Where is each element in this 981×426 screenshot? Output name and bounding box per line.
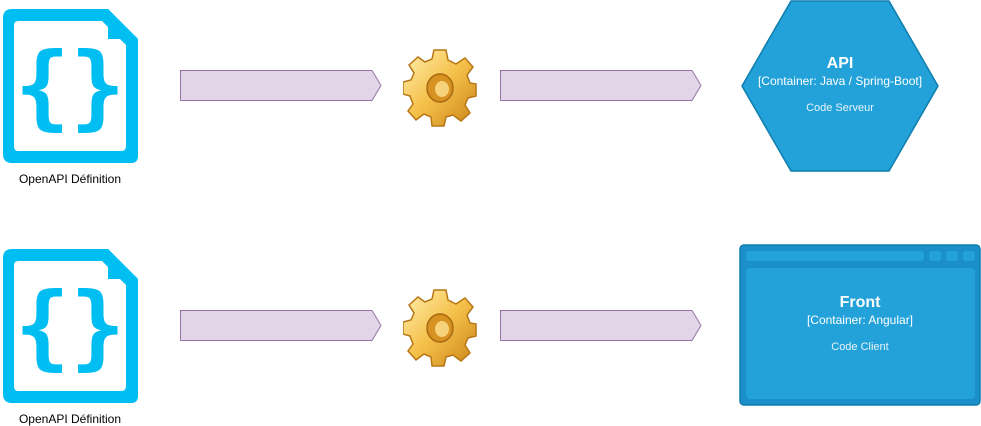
svg-text:{}: {} [15, 273, 126, 380]
flow-arrow [180, 310, 382, 341]
api-technology: [Container: Java / Spring-Boot] [757, 74, 923, 88]
svg-text:{}: {} [15, 33, 126, 140]
flow-arrow [180, 70, 382, 101]
front-description: Code Client [831, 341, 889, 353]
front-container-browser [739, 244, 981, 406]
flow-arrow [500, 310, 702, 341]
flow-arrow [500, 70, 702, 101]
openapi-definition-label: OpenAPI Définition [18, 412, 122, 426]
api-title: API [826, 55, 854, 72]
openapi-definition-file-icon: {} [0, 6, 141, 166]
generator-gear-icon [403, 49, 477, 127]
front-title: Front [839, 294, 881, 311]
front-container-text: Front [Container: Angular] Code Client [745, 0, 975, 353]
openapi-definition-file-icon: {} [0, 246, 141, 406]
api-description: Code Serveur [806, 102, 874, 114]
openapi-definition-label: OpenAPI Définition [18, 172, 122, 186]
api-container-hexagon [741, 0, 939, 172]
api-container-text: API [Container: Java / Spring-Boot] Code… [742, 0, 938, 114]
generator-gear-icon [403, 289, 477, 367]
front-technology: [Container: Angular] [806, 313, 914, 327]
